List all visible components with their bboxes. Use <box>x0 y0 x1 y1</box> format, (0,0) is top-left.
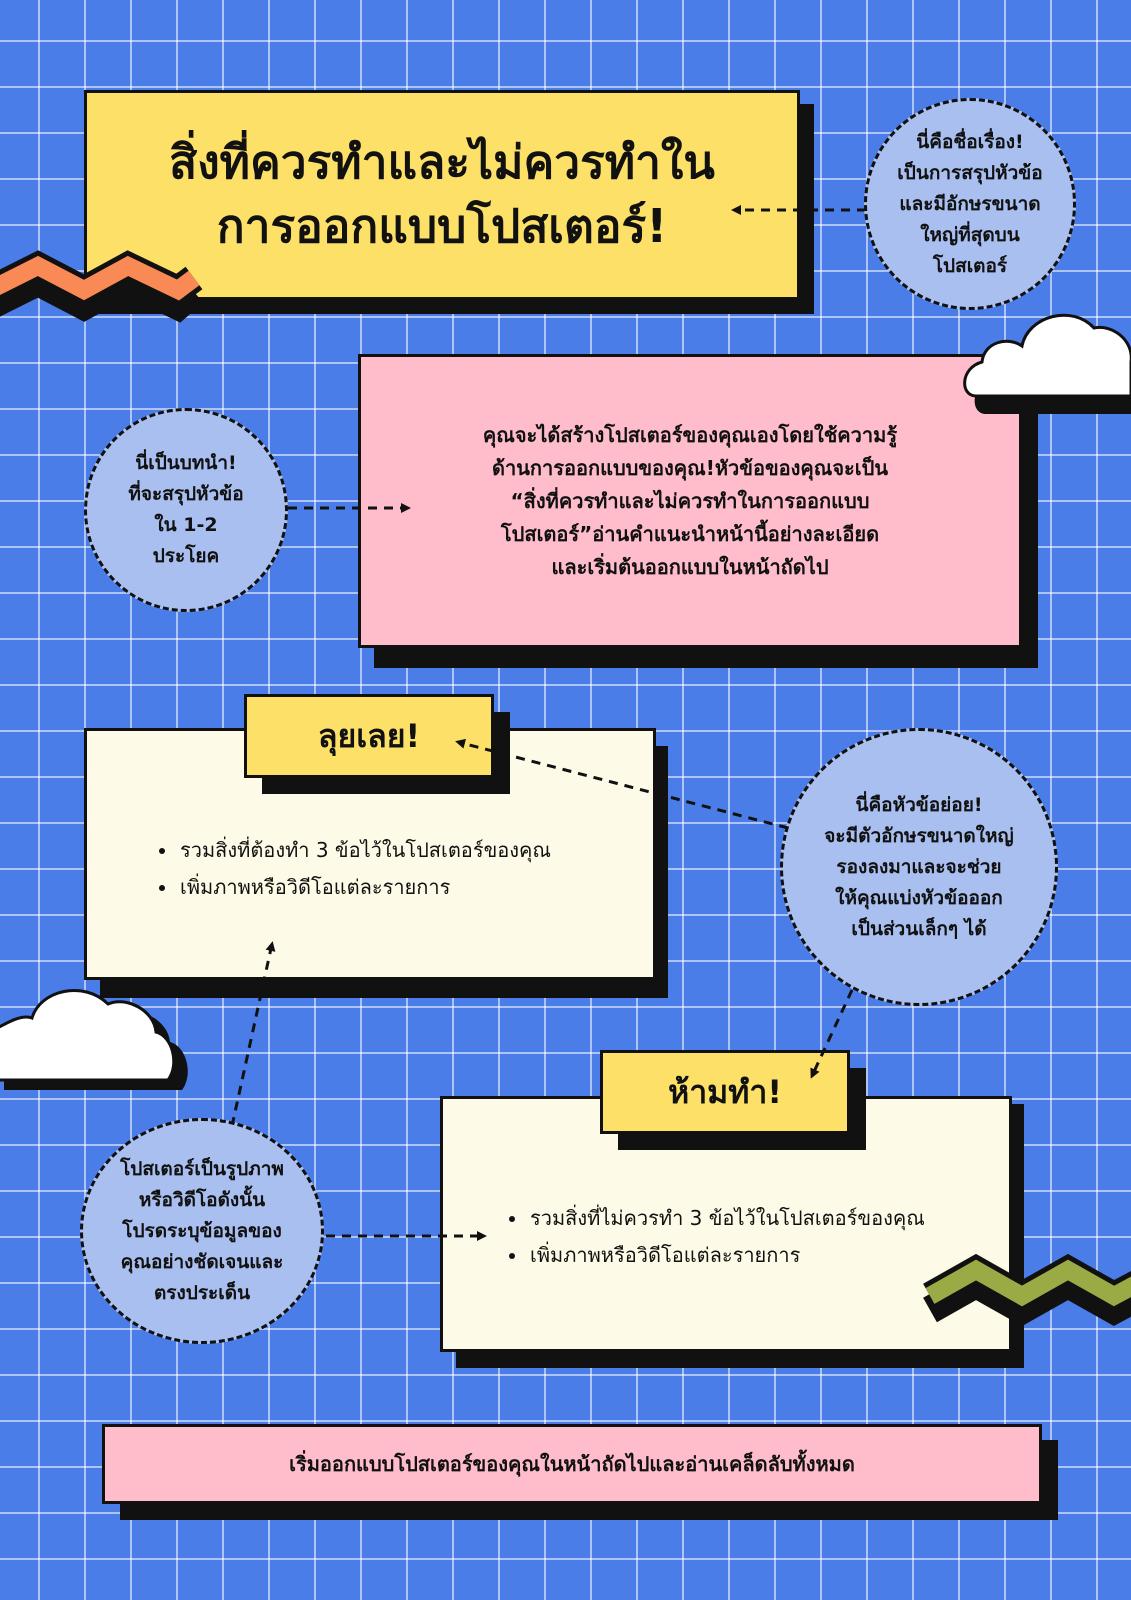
subheading-note-line-4: ให้คุณแบ่งหัวข้อออก <box>835 886 1003 909</box>
donts-tag-label: ห้ามทำ! <box>668 1072 782 1111</box>
donts-list: รวมสิ่งที่ไม่ควรทำ 3 ข้อไว้ในโปสเตอร์ของ… <box>506 1200 1018 1274</box>
subheading-note-line-3: รองลงมาและจะช่วย <box>836 855 1002 878</box>
intro-line-1: คุณจะได้สร้างโปสเตอร์ของคุณเองโดยใช้ความ… <box>482 422 898 447</box>
dos-item-1: รวมสิ่งที่ต้องทำ 3 ข้อไว้ในโปสเตอร์ของคุ… <box>178 832 658 869</box>
intro-line-3: “สิ่งที่ควรทำและไม่ควรทำในการออกแบบ <box>510 488 870 513</box>
visual-note-line-2: หรือวิดีโอดังนั้น <box>138 1188 266 1211</box>
intro-note-bubble: นี่เป็นบทนำ! ที่จะสรุปหัวข้อ ใน 1-2 ประโ… <box>84 408 288 612</box>
donts-item-2: เพิ่มภาพหรือวิดีโอแต่ละรายการ <box>528 1237 1018 1274</box>
title-note-bubble: นี่คือชื่อเรื่อง! เป็นการสรุปหัวข้อ และม… <box>864 98 1076 310</box>
orange-zigzag-decoration <box>0 250 204 323</box>
dos-item-2: เพิ่มภาพหรือวิดีโอแต่ละรายการ <box>178 869 658 906</box>
intro-text: คุณจะได้สร้างโปสเตอร์ของคุณเองโดยใช้ความ… <box>358 354 1022 648</box>
subheading-note-bubble: นี่คือหัวข้อย่อย! จะมีตัวอักษรขนาดใหญ่ ร… <box>780 728 1058 1006</box>
title-note-line-1: นี่คือชื่อเรื่อง! <box>916 130 1024 153</box>
title-note-line-3: และมีอักษรขนาด <box>899 192 1041 215</box>
page-title-line-2: การออกแบบโปสเตอร์! <box>216 199 668 253</box>
title-note-line-2: เป็นการสรุปหัวข้อ <box>897 161 1043 184</box>
visual-note-line-5: ตรงประเด็น <box>153 1281 251 1304</box>
page-title: สิ่งที่ควรทำและไม่ควรทำใน การออกแบบโปสเต… <box>84 130 800 258</box>
subheading-note-line-1: นี่คือหัวข้อย่อย! <box>855 793 983 816</box>
arrow-subheading-to-dos <box>455 738 789 830</box>
title-note-line-4: ใหญ่ที่สุดบน <box>920 223 1020 246</box>
subheading-note-line-2: จะมีตัวอักษรขนาดใหญ่ <box>824 824 1014 847</box>
visual-note-line-4: คุณอย่างชัดเจนและ <box>120 1250 284 1273</box>
donts-item-1: รวมสิ่งที่ไม่ควรทำ 3 ข้อไว้ในโปสเตอร์ของ… <box>528 1200 1018 1237</box>
intro-line-2: ด้านการออกแบบของคุณ!หัวข้อของคุณจะเป็น <box>491 455 889 480</box>
cloud-top-right-decoration <box>963 313 1131 414</box>
arrow-subheading-to-donts <box>810 989 854 1079</box>
visual-note-bubble: โปสเตอร์เป็นรูปภาพ หรือวิดีโอดังนั้น โปร… <box>80 1118 324 1344</box>
intro-note-line-2: ที่จะสรุปหัวข้อ <box>128 483 244 505</box>
subheading-note-line-5: เป็นส่วนเล็กๆ ได้ <box>851 917 987 940</box>
visual-note-line-3: โปรดระบุข้อมูลของ <box>122 1219 282 1242</box>
intro-note-line-3: ใน 1-2 <box>154 514 218 536</box>
green-zigzag-decoration <box>923 1253 1131 1327</box>
donts-tag: ห้ามทำ! <box>600 1050 850 1134</box>
cloud-left-decoration <box>0 989 188 1090</box>
dos-tag-label: ลุยเลย! <box>317 716 421 755</box>
visual-note-line-1: โปสเตอร์เป็นรูปภาพ <box>120 1157 284 1180</box>
intro-note-line-4: ประโยค <box>152 545 220 567</box>
intro-line-5: และเริ่มต้นออกแบบในหน้าถัดไป <box>551 554 829 579</box>
intro-line-4: โปสเตอร์”อ่านคำแนะนำหน้านี้อย่างละเอียด <box>500 521 880 546</box>
page-title-line-1: สิ่งที่ควรทำและไม่ควรทำใน <box>169 135 715 189</box>
dos-list: รวมสิ่งที่ต้องทำ 3 ข้อไว้ในโปสเตอร์ของคุ… <box>156 832 658 906</box>
intro-box <box>358 354 1022 648</box>
intro-note-line-1: นี่เป็นบทนำ! <box>135 452 237 474</box>
arrow-visual-to-dos <box>230 941 276 1127</box>
footer-box: เริ่มออกแบบโปสเตอร์ของคุณในหน้าถัดไปและอ… <box>102 1424 1042 1504</box>
title-box <box>84 90 800 300</box>
footer-text: เริ่มออกแบบโปสเตอร์ของคุณในหน้าถัดไปและอ… <box>289 1452 855 1476</box>
title-note-line-5: โปสเตอร์ <box>932 254 1008 277</box>
dos-tag: ลุยเลย! <box>244 694 494 778</box>
